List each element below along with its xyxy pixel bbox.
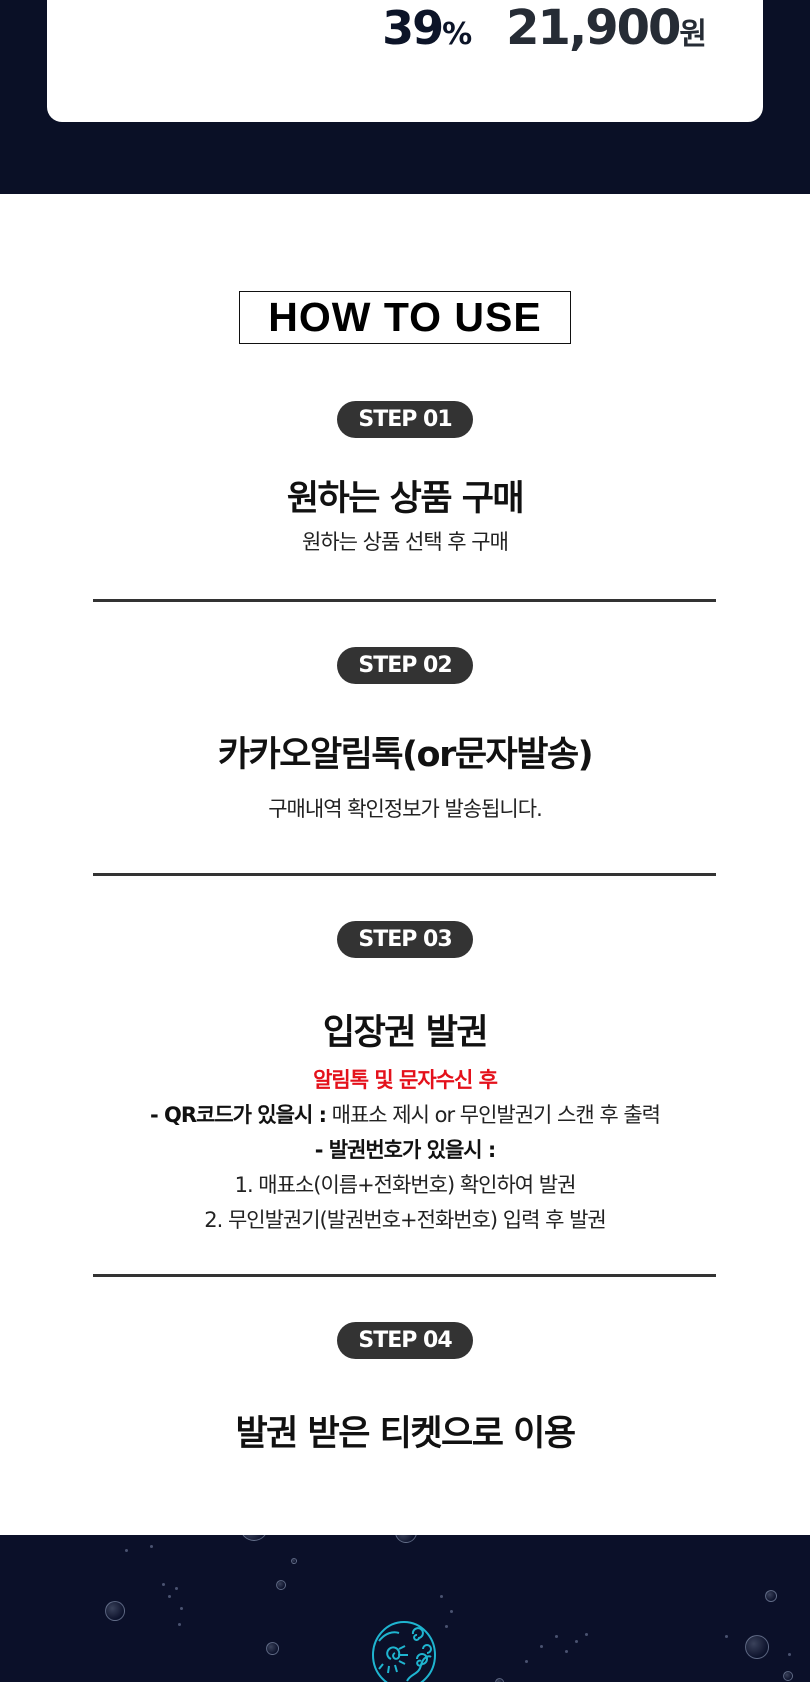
qr-text: 매표소 제시 or 무인발권기 스캔 후 출력	[325, 1103, 661, 1127]
sparkle-dot	[565, 1650, 568, 1653]
step-03-qr-line: - QR코드가 있을시 : 매표소 제시 or 무인발권기 스캔 후 출력	[0, 1099, 810, 1129]
step-04-heading: 발권 받은 티켓으로 이용	[235, 1414, 576, 1454]
sparkle-dot	[575, 1640, 578, 1643]
sparkle-dot	[450, 1610, 453, 1613]
sparkle-dot	[440, 1595, 443, 1598]
sparkle-dot	[540, 1645, 543, 1648]
sparkle-dot	[585, 1633, 588, 1636]
bubble-decoration	[105, 1601, 125, 1621]
bubble-decoration	[783, 1671, 793, 1681]
bubble-decoration	[495, 1678, 504, 1682]
step-03-highlight: 알림톡 및 문자수신 후	[313, 1068, 498, 1092]
sparkle-dot	[162, 1583, 165, 1586]
how-to-use-title: HOW TO USE	[239, 291, 571, 344]
step-01-description: 원하는 상품 선택 후 구매	[302, 530, 509, 554]
sparkle-dot	[180, 1607, 183, 1610]
sparkle-dot	[168, 1595, 171, 1598]
sale-price: 21,900원	[506, 0, 707, 56]
step-01-badge: STEP 01	[337, 401, 473, 438]
bubble-decoration	[745, 1635, 769, 1659]
step-02-heading: 카카오알림톡(or문자발송)	[217, 735, 594, 775]
step-01-heading: 원하는 상품 구매	[286, 479, 525, 519]
step-04-badge: STEP 04	[337, 1322, 473, 1359]
bubble-decoration	[291, 1558, 297, 1564]
sparkle-dot	[788, 1653, 791, 1656]
footer-banner	[0, 1535, 810, 1682]
step-02-badge: STEP 02	[337, 647, 473, 684]
sparkle-dot	[725, 1635, 728, 1638]
top-dark-band: 39% 21,900원	[0, 0, 810, 194]
step-divider	[93, 873, 716, 876]
step-02-description: 구매내역 확인정보가 발송됩니다.	[268, 797, 543, 821]
sparkle-dot	[175, 1587, 178, 1590]
bubble-decoration	[395, 1535, 417, 1543]
step-divider	[93, 599, 716, 602]
sparkle-dot	[555, 1635, 558, 1638]
qr-label: - QR코드가 있을시 :	[149, 1103, 327, 1127]
bubble-decoration	[765, 1590, 777, 1602]
bubble-decoration	[276, 1580, 286, 1590]
step-03-badge: STEP 03	[337, 921, 473, 958]
discount-unit: %	[442, 17, 473, 52]
step-03-number-label: - 발권번호가 있을시 :	[0, 1134, 810, 1164]
step-03-heading: 입장권 발권	[322, 1013, 489, 1053]
step-03-line-1: 1. 매표소(이름+전화번호) 확인하여 발권	[234, 1173, 577, 1197]
price-card: 39% 21,900원	[47, 0, 763, 122]
step-03-line-2: 2. 무인발권기(발권번호+전화번호) 입력 후 발권	[204, 1208, 606, 1232]
price-row: 39% 21,900원	[382, 0, 707, 56]
step-divider	[93, 1274, 716, 1277]
price-value: 21,900	[506, 0, 681, 56]
bubble-decoration	[240, 1535, 268, 1541]
discount-value: 39	[382, 1, 444, 55]
sparkle-dot	[178, 1623, 181, 1626]
sparkle-dot	[445, 1625, 448, 1628]
bubble-decoration	[266, 1642, 279, 1655]
sparkle-dot	[125, 1549, 128, 1552]
sparkle-dot	[525, 1660, 528, 1663]
sparkle-dot	[150, 1545, 153, 1548]
spiral-sun-wave-logo-icon	[372, 1621, 436, 1682]
discount-rate: 39%	[382, 1, 472, 55]
price-unit: 원	[679, 17, 707, 52]
ticket-number-label: - 발권번호가 있을시 :	[314, 1138, 497, 1162]
